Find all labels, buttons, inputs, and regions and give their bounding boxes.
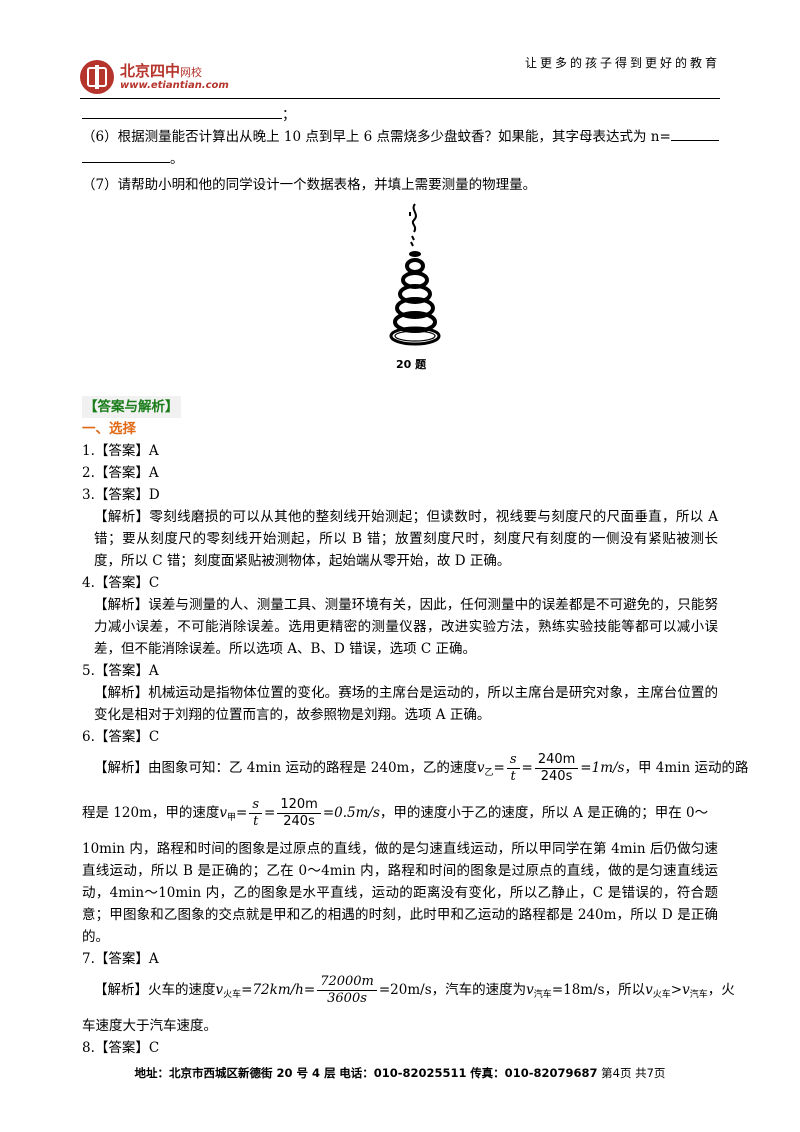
greater-than: > <box>670 982 683 998</box>
answers-heading: 【答案与解析】 <box>82 396 181 418</box>
subscript: 乙 <box>484 768 494 778</box>
answer-6-explanation-3: 10min 内，路程和时间的图象是过原点的直线，做的是匀速直线运动，所以甲同学在… <box>82 841 718 945</box>
velocity-symbol: v <box>219 805 228 821</box>
logo-name: 北京四中网校 <box>120 60 202 81</box>
header-divider <box>80 98 720 99</box>
frac-den: 240s <box>540 769 573 784</box>
result-value: =0.5m/s <box>322 805 380 821</box>
figure-caption: 20 题 <box>396 358 427 371</box>
question-6: （6）根据测量能否计算出从晚上 10 点到早上 6 点需烧多少盘蚊香？如果能，其… <box>82 126 719 148</box>
velocity-symbol: v <box>645 982 653 998</box>
frac-num: 72000m <box>317 974 377 991</box>
velocity-symbol: v <box>526 982 534 998</box>
q5-tail-line: ； <box>82 104 718 126</box>
answer-8: 8.【答案】C <box>82 1040 160 1056</box>
frac-num: 120m <box>277 797 321 814</box>
answer-2: 2.【答案】A <box>82 465 159 481</box>
answer-5-explanation: 【解析】机械运动是指物体位置的变化。赛场的主席台是运动的，所以主席台是研究对象，… <box>94 685 718 723</box>
logo-icon <box>80 60 114 94</box>
subscript: 甲 <box>227 813 237 823</box>
answer-blank <box>82 148 170 163</box>
equation-part: =72km/h= <box>241 982 316 998</box>
footer-address: 地址：北京市西城区新德街 20 号 4 层 <box>134 1066 336 1080</box>
question-6-cont: 。 <box>82 148 718 170</box>
a6-text-2: 程是 120m，甲的速度 <box>82 805 220 821</box>
answers-section: 【答案与解析】 一、选择 1.【答案】A 2.【答案】A 3.【答案】D 【解析… <box>82 396 749 1059</box>
footer-phone: 电话：010-82025511 <box>339 1066 467 1080</box>
subscript: 火车 <box>652 990 671 1000</box>
page-content: ； （6）根据测量能否计算出从晚上 10 点到早上 6 点需烧多少盘蚊香？如果能… <box>82 104 719 196</box>
result-value: =20m/s <box>378 982 432 998</box>
page-footer: 地址：北京市西城区新德街 20 号 4 层 电话：010-82025511 传真… <box>0 1065 800 1081</box>
frac-num: s <box>249 797 263 814</box>
a6-text-1: 【解析】由图象可知：乙 4min 运动的路程是 240m，乙的速度 <box>94 760 477 776</box>
answer-7-explanation-2: 车速度大于汽车速度。 <box>82 1018 217 1034</box>
logo-name-sub: 网校 <box>180 66 203 79</box>
velocity-symbol: v <box>215 982 224 998</box>
a7-text-1: 【解析】火车的速度 <box>94 982 216 998</box>
answer-1: 1.【答案】A <box>82 443 159 459</box>
question-7: （7）请帮助小明和他的同学设计一个数据表格，并填上需要测量的物理量。 <box>82 177 537 193</box>
answer-4-explanation: 【解析】误差与测量的人、测量工具、测量环境有关，因此，任何测量中的误差都是不可避… <box>94 597 718 657</box>
answer-blank <box>82 104 282 119</box>
answer-4: 4.【答案】C <box>82 575 160 591</box>
subscript: 火车 <box>223 990 242 1000</box>
a6-text-2-end: ，甲的速度小于乙的速度，所以 A 是正确的；甲在 0～ <box>379 805 709 821</box>
velocity-symbol: v <box>682 982 690 998</box>
question-6-text: （6）根据测量能否计算出从晚上 10 点到早上 6 点需烧多少盘蚊香？如果能，其… <box>82 129 671 145</box>
answer-3-explanation: 【解析】零刻线磨损的可以从其他的整刻线开始测起；但读数时，视线要与刻度尺的尺面垂… <box>94 509 718 569</box>
frac-num: 240m <box>534 752 579 769</box>
result-value: =1m/s <box>580 760 625 776</box>
velocity-symbol: v <box>476 760 485 776</box>
subscript: 汽车 <box>689 990 708 1000</box>
footer-page-number: 第4页 共7页 <box>601 1066 666 1080</box>
frac-num: s <box>506 752 520 769</box>
a7-text-mid: ，汽车的速度为 <box>431 982 527 998</box>
answer-blank <box>670 126 719 141</box>
logo-name-text: 北京四中 <box>120 62 181 80</box>
section-title: 一、选择 <box>82 421 136 437</box>
answer-5: 5.【答案】A <box>82 663 159 679</box>
mosquito-coil-figure <box>389 203 441 346</box>
question-6-end: 。 <box>170 151 184 167</box>
answer-3: 3.【答案】D <box>82 487 160 503</box>
a6-text-1-end: ，甲 4min 运动的路 <box>624 760 749 776</box>
subscript: 汽车 <box>533 990 552 1000</box>
frac-den: t <box>253 814 259 829</box>
a7-text-tail: ，火 <box>707 982 735 998</box>
q5-tail: ； <box>282 107 296 123</box>
page-header: 北京四中网校 www.etiantian.com 让更多的孩子得到更好的教育 <box>80 38 720 100</box>
footer-fax: 传真：010-82079687 <box>470 1066 598 1080</box>
answer-7: 7.【答案】A <box>82 951 159 967</box>
frac-den: 3600s <box>327 991 367 1006</box>
answer-6: 6.【答案】C <box>82 729 160 745</box>
result-value: =18m/s <box>551 982 605 998</box>
a7-text-mid2: ，所以 <box>604 982 646 998</box>
frac-den: 240s <box>283 814 315 829</box>
answers-heading-line: 【答案与解析】 <box>82 396 718 418</box>
frac-den: t <box>510 769 516 784</box>
logo-url: www.etiantian.com <box>120 80 229 91</box>
header-slogan: 让更多的孩子得到更好的教育 <box>524 56 720 70</box>
